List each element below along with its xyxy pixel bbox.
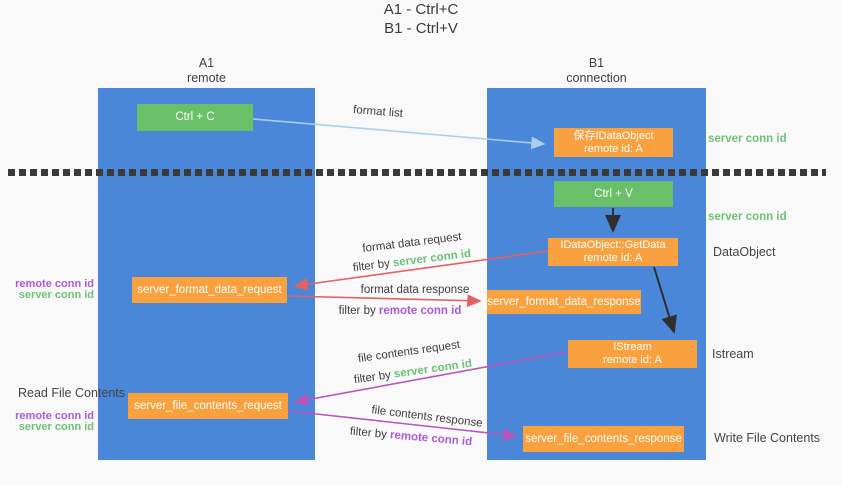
arrow-format-data-response [288,294,482,308]
read-file-contents-label: Read File Contents [18,386,126,400]
istream-side-label: Istream [712,347,754,361]
title-line-2: B1 - Ctrl+V [384,20,458,37]
istream-line2: remote id: A [603,354,662,366]
filter-by-text-4: filter by [349,425,391,442]
lane-header-b1: B1 connection [487,56,706,86]
remote-conn-id-label-2: remote conn id [15,410,94,422]
session-separator-dotted-line [8,169,826,176]
filter-server-conn-id-1: server conn id [392,247,472,270]
server-format-data-response-box: server_format_data_response [487,290,641,314]
save-idataobject-line1: 保存IDataObject [573,129,654,142]
ctrl-c-label: Ctrl + C [175,111,215,123]
save-idataobject-box: 保存IDataObject remote id: A [554,128,673,157]
file-request-label: server_file_contents_request [134,399,282,412]
format-request-label: server_format_data_request [137,283,282,296]
server-file-contents-request-box: server_file_contents_request [128,393,288,419]
format-response-label: server_format_data_response [487,295,641,308]
filter-by-text-1: filter by [352,257,394,275]
lane-a1-role: remote [187,71,226,85]
filter-remote-conn-id-2: remote conn id [389,429,473,449]
lane-b1-name: B1 [588,56,605,70]
file-contents-response-filter-label: filter by remote conn id [349,426,472,449]
ctrl-c-box: Ctrl + C [137,104,253,131]
server-conn-id-label-2: server conn id [18,421,94,433]
lane-b1-role: connection [566,71,627,85]
server-conn-id-label-1: server conn id [18,289,94,301]
filter-server-conn-id-2: server conn id [393,357,473,381]
conn-id-pair-format: remote conn id server conn id [9,279,94,301]
file-contents-response-arrow-label: file contents response [370,404,484,430]
istream-box: IStream remote id: A [568,340,697,368]
server-format-data-request-box: server_format_data_request [132,277,287,303]
format-data-response-filter-label: filter by remote conn id [339,305,462,317]
istream-line1: IStream [613,341,652,353]
write-file-contents-label: Write File Contents [714,431,821,445]
title-line-1: A1 - Ctrl+C [383,1,459,18]
server-conn-id-label-mid: server conn id [708,211,787,223]
getdata-line1: IDataObject::GetData [560,239,666,251]
ctrl-v-label: Ctrl + V [594,187,633,200]
format-data-response-arrow-label: format data response [360,284,470,296]
file-response-label: server_file_contents_response [525,432,682,445]
save-idataobject-line2: remote id: A [584,142,643,155]
filter-by-text-3: filter by [353,368,395,387]
ctrl-v-box: Ctrl + V [554,181,673,207]
filter-by-text-2: filter by [338,305,379,317]
lane-a1-name: A1 [198,56,215,70]
diagram-title: A1 - Ctrl+C B1 - Ctrl+V [0,0,842,38]
conn-id-pair-file: remote conn id server conn id [9,411,94,433]
filter-remote-conn-id-1: remote conn id [378,305,462,317]
remote-conn-id-label-1: remote conn id [15,278,94,290]
server-conn-id-label-top: server conn id [708,133,787,145]
dataobject-label: DataObject [713,245,776,259]
getdata-line2: remote id: A [583,252,643,264]
lane-header-a1: A1 remote [98,56,315,86]
format-list-arrow-label: format list [352,104,404,120]
idataobject-getdata-box: IDataObject::GetData remote id: A [548,238,678,266]
server-file-contents-response-box: server_file_contents_response [523,426,684,452]
